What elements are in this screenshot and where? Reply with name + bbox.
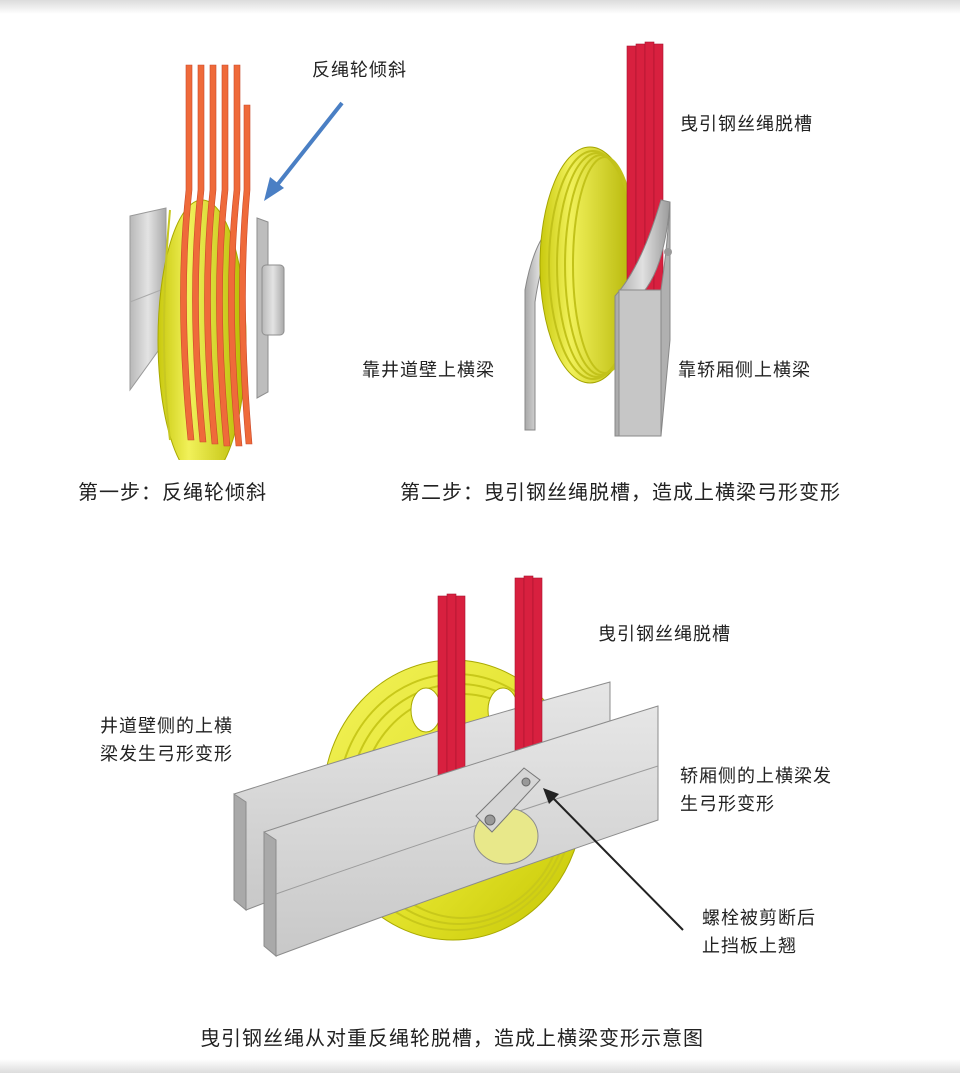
- label-car-beam-line2: 生弓形变形: [680, 794, 775, 815]
- label-rope-derail-2: 曳引钢丝绳脱槽: [680, 114, 813, 135]
- label-car-beam-line1: 轿厢侧的上横梁发: [680, 766, 832, 787]
- caption-step-1: 第一步：反绳轮倾斜: [78, 480, 267, 504]
- sheave-hub: [261, 264, 285, 336]
- diagram-1-blue-arrow: [264, 101, 344, 201]
- top-edge-shadow: [0, 0, 960, 14]
- stop-plate: [475, 767, 541, 833]
- label-bolt-line2: 止挡板上翘: [702, 936, 797, 957]
- label-bolt-line1: 螺栓被剪断后: [702, 908, 816, 929]
- caption-step-2: 第二步：曳引钢丝绳脱槽，造成上横梁弓形变形: [400, 480, 841, 504]
- diagram-3-beam-deformation: [233, 575, 659, 958]
- diagram-3-arrow: [543, 788, 684, 931]
- label-rope-derail-3: 曳引钢丝绳脱槽: [598, 624, 731, 645]
- main-caption: 曳引钢丝绳从对重反绳轮脱槽，造成上横梁变形示意图: [200, 1026, 704, 1050]
- orange-ropes: [180, 64, 253, 447]
- diagram-2-rope-derail: [524, 41, 672, 437]
- label-wall-beam-line2: 梁发生弓形变形: [100, 744, 233, 765]
- label-car-side-beam: 靠轿厢侧上横梁: [678, 360, 811, 381]
- bottom-edge-shadow: [0, 1059, 960, 1073]
- label-wall-beam-line1: 井道壁侧的上横: [100, 716, 233, 737]
- diagram-1-tilted-sheave: [129, 64, 285, 460]
- label-wall-side-beam: 靠井道壁上横梁: [362, 360, 495, 381]
- label-flip-sheave-tilt: 反绳轮倾斜: [312, 60, 407, 81]
